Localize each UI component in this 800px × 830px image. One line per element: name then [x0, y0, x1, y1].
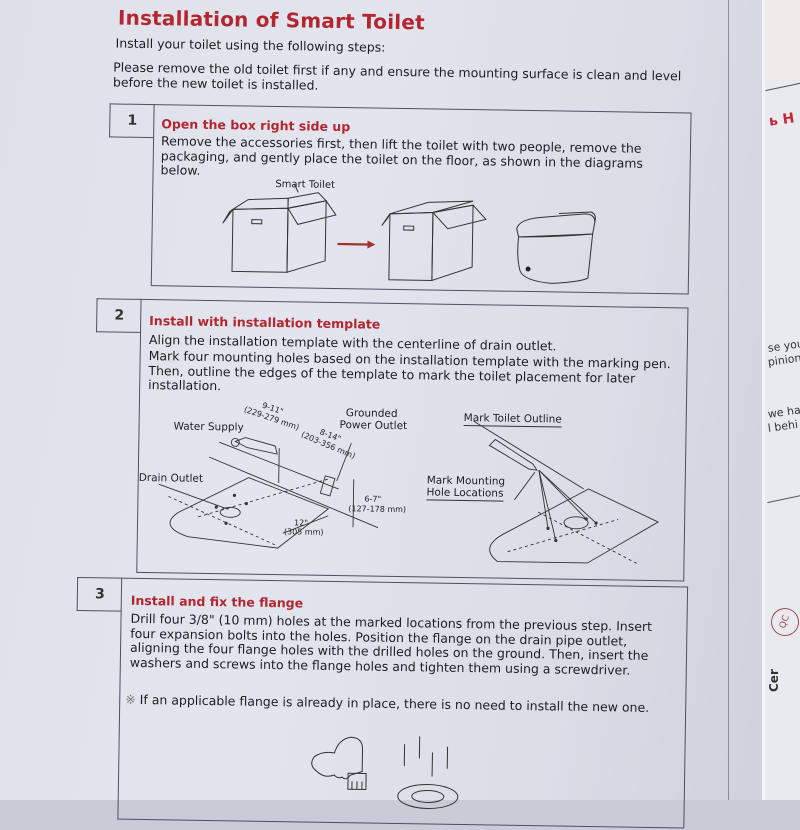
step-2-text-2: Mark four mounting holes based on the in… — [148, 349, 677, 401]
divider — [765, 82, 800, 91]
template-marking-diagram-icon — [477, 421, 679, 564]
intro-paragraph: Please remove the old toilet first if an… — [113, 59, 693, 98]
arrow-right-icon — [337, 239, 377, 250]
step-1-heading: Open the box right side up — [161, 116, 350, 134]
page-title: Installation of Smart Toilet — [118, 6, 425, 35]
manual-content: Installation of Smart Toilet Install you… — [0, 0, 771, 806]
rough-in-diagram-icon — [138, 416, 400, 560]
adjacent-page: ь H se you pinion we ha l behi QC Cer — [765, 80, 800, 800]
grounded-outlet-label: Grounded — [346, 407, 398, 420]
step-3-number: 3 — [77, 577, 123, 612]
cert-label: Cer — [767, 669, 781, 692]
note-symbol-icon: ※ — [125, 692, 136, 707]
empty-box-icon — [377, 200, 488, 287]
page-subtitle: Install your toilet using the following … — [115, 35, 385, 54]
smart-toilet-icon — [512, 207, 603, 288]
qc-stamp-icon: QC — [767, 604, 800, 640]
step-3-heading: Install and fix the flange — [131, 593, 304, 611]
step-1-text: Remove the accessories first, then lift … — [160, 134, 681, 186]
step-3-text: Drill four 3/8" (10 mm) holes at the mar… — [130, 612, 671, 678]
step-1-number: 1 — [109, 103, 155, 138]
open-box-icon — [217, 189, 338, 281]
side-text-line: l behi — [767, 418, 799, 435]
divider — [767, 494, 800, 503]
drill-and-flange-icon — [304, 731, 465, 804]
brand-logo: ь H — [768, 110, 795, 129]
step-2-number: 2 — [96, 298, 142, 333]
